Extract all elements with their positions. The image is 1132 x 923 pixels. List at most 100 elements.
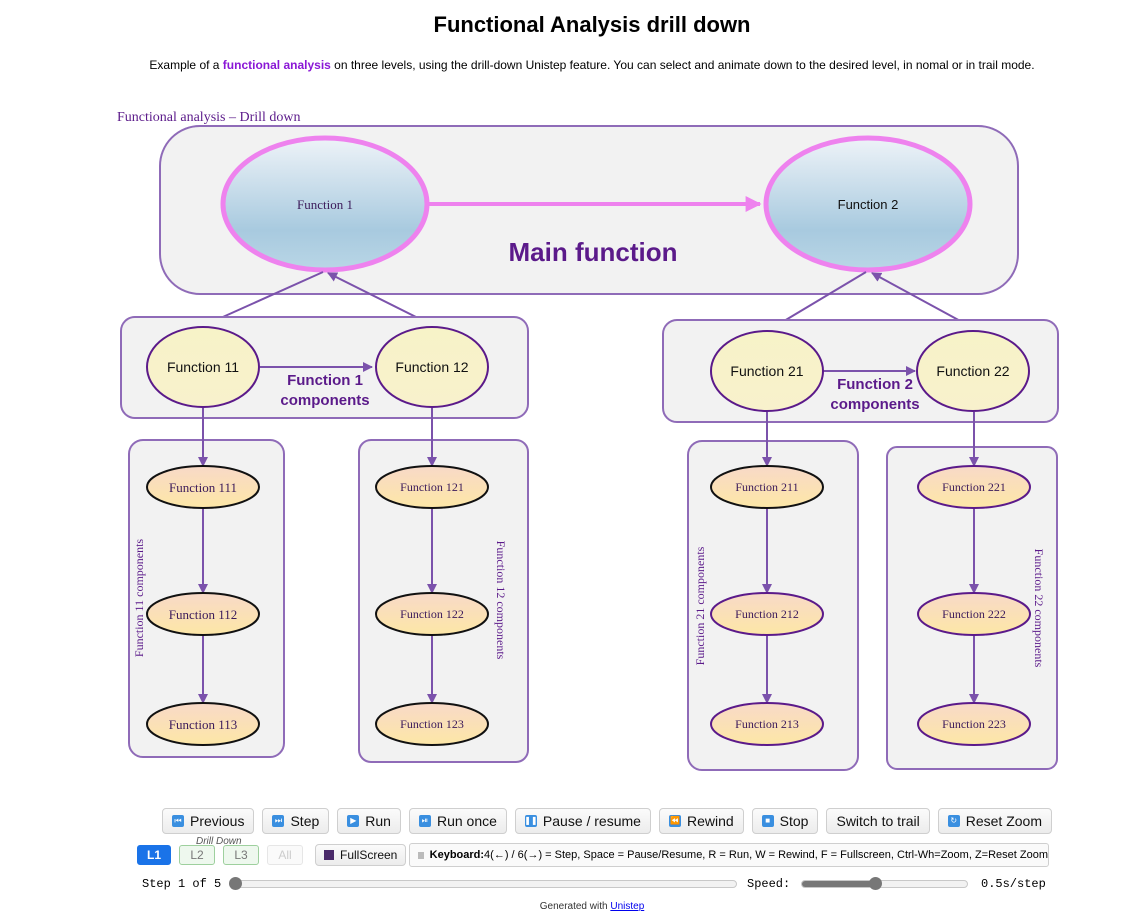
node-function-121[interactable]: Function 121	[375, 465, 489, 509]
node-label: Function 22	[936, 363, 1009, 379]
level-l2-button[interactable]: L2	[179, 845, 215, 865]
button-label: Pause / resume	[542, 813, 641, 829]
level-all-button[interactable]: All	[267, 845, 303, 865]
node-label: Function 12	[395, 359, 468, 375]
page-title: Functional Analysis drill down	[433, 12, 751, 37]
button-label: Rewind	[686, 813, 734, 829]
button-label: Stop	[779, 813, 809, 829]
main-function-label: Main function	[509, 237, 678, 267]
node-label: Function 112	[169, 607, 238, 622]
subgroup-11-label: Function 11 components	[132, 539, 146, 658]
node-function-123[interactable]: Function 123	[375, 702, 489, 746]
level-toolbar: L1 L2 L3 All	[137, 845, 303, 865]
node-function-211[interactable]: Function 211	[710, 465, 824, 509]
pause-resume-button[interactable]: ❚❚ Pause / resume	[514, 808, 651, 834]
reset-zoom-button[interactable]: ↻ Reset Zoom	[937, 808, 1052, 834]
group-1-label-line1: Function 1	[287, 372, 363, 389]
speed-slider-fill	[802, 881, 877, 887]
unistep-link[interactable]: Unistep	[610, 901, 645, 912]
previous-button[interactable]: ⏮ Previous	[162, 808, 255, 834]
fullscreen-icon	[324, 850, 334, 860]
stop-icon: ■	[761, 815, 774, 827]
footer-text: Generated with	[539, 901, 611, 912]
group-1-label-line2: components	[280, 392, 369, 409]
rewind-button[interactable]: ⏪ Rewind	[658, 808, 744, 834]
node-label: Function 2	[838, 197, 899, 212]
node-label: Function 123	[400, 717, 464, 731]
step-counter: Step 1 of 5	[142, 877, 222, 891]
button-label: Step	[290, 813, 320, 829]
node-function-111[interactable]: Function 111	[146, 465, 260, 509]
subgroup-22-label: Function 22 components	[1032, 549, 1046, 668]
button-label: Switch to trail	[836, 813, 920, 829]
node-function-221[interactable]: Function 221	[917, 465, 1031, 509]
fullscreen-button[interactable]: FullScreen	[315, 844, 407, 866]
functional-diagram: Functional analysis – Drill down Main fu…	[117, 110, 1059, 771]
speed-label: Speed:	[747, 877, 791, 891]
page-description: Example of a functional analysis on thre…	[0, 58, 1132, 72]
switch-to-trail-button[interactable]: Switch to trail	[826, 808, 930, 834]
keyboard-icon	[418, 851, 424, 859]
footer: Generated with Unistep	[0, 901, 1132, 912]
node-label: Function 111	[169, 480, 237, 495]
node-label: Function 221	[942, 480, 1006, 494]
group-2-label-line1: Function 2	[837, 376, 913, 393]
node-label: Function 11	[167, 359, 239, 375]
node-function-11[interactable]: Function 11	[146, 326, 260, 408]
keyboard-help: Keyboard: 4(←) / 6(→) = Step, Space = Pa…	[409, 843, 1049, 867]
description-highlight: functional analysis	[222, 58, 331, 72]
node-function-1[interactable]: Function 1	[220, 135, 430, 273]
subgroup-21-label: Function 21 components	[693, 546, 707, 665]
node-label: Function 122	[400, 607, 464, 621]
run-once-icon: ⏯	[418, 815, 431, 827]
drill-down-label: Drill Down	[196, 836, 242, 847]
level-l1-button[interactable]: L1	[137, 845, 171, 865]
node-function-21[interactable]: Function 21	[710, 330, 824, 412]
step-slider[interactable]	[235, 880, 737, 888]
button-label: Reset Zoom	[965, 813, 1042, 829]
diagram-caption: Functional analysis – Drill down	[117, 110, 301, 125]
step-slider-handle[interactable]	[229, 877, 242, 890]
node-label: Function 21	[730, 363, 803, 379]
node-function-122[interactable]: Function 122	[375, 592, 489, 636]
node-function-2[interactable]: Function 2	[763, 135, 973, 273]
node-function-112[interactable]: Function 112	[146, 592, 260, 636]
level-l3-button[interactable]: L3	[223, 845, 259, 865]
node-label: Function 211	[735, 480, 798, 494]
step-icon: ⏭	[272, 815, 285, 827]
node-label: Function 213	[735, 717, 799, 731]
pause-icon: ❚❚	[524, 815, 538, 827]
button-label: Previous	[190, 813, 245, 829]
node-function-113[interactable]: Function 113	[146, 702, 260, 746]
speed-value: 0.5s/step	[981, 877, 1046, 891]
playback-toolbar: ⏮ Previous ⏭ Step ▶ Run ⏯ Run once ❚❚ Pause /…	[162, 808, 1052, 834]
run-once-button[interactable]: ⏯ Run once	[408, 808, 507, 834]
node-function-22[interactable]: Function 22	[916, 330, 1030, 412]
speed-slider[interactable]	[801, 880, 968, 888]
node-label: Function 113	[169, 717, 238, 732]
node-label: Function 223	[942, 717, 1006, 731]
node-label: Function 222	[942, 607, 1006, 621]
play-icon: ▶	[347, 815, 360, 827]
node-function-222[interactable]: Function 222	[917, 592, 1031, 636]
description-text: Example of a	[149, 58, 223, 72]
button-label: FullScreen	[340, 848, 398, 862]
run-button[interactable]: ▶ Run	[337, 808, 401, 834]
keyboard-label: Keyboard:	[429, 849, 485, 861]
speed-slider-handle[interactable]	[869, 877, 882, 890]
step-button[interactable]: ⏭ Step	[262, 808, 330, 834]
previous-icon: ⏮	[172, 815, 184, 827]
node-label: Function 121	[400, 480, 464, 494]
node-function-212[interactable]: Function 212	[710, 592, 824, 636]
node-function-213[interactable]: Function 213	[710, 702, 824, 746]
button-label: Run	[365, 813, 391, 829]
node-function-223[interactable]: Function 223	[917, 702, 1031, 746]
node-function-12[interactable]: Function 12	[375, 326, 489, 408]
stop-button[interactable]: ■ Stop	[751, 808, 819, 834]
group-2-label-line2: components	[830, 396, 919, 413]
subgroup-12-label: Function 12 components	[494, 541, 508, 660]
rewind-icon: ⏪	[668, 815, 681, 827]
button-label: Run once	[436, 813, 497, 829]
node-label: Function 1	[297, 197, 353, 212]
reset-zoom-icon: ↻	[947, 815, 960, 827]
